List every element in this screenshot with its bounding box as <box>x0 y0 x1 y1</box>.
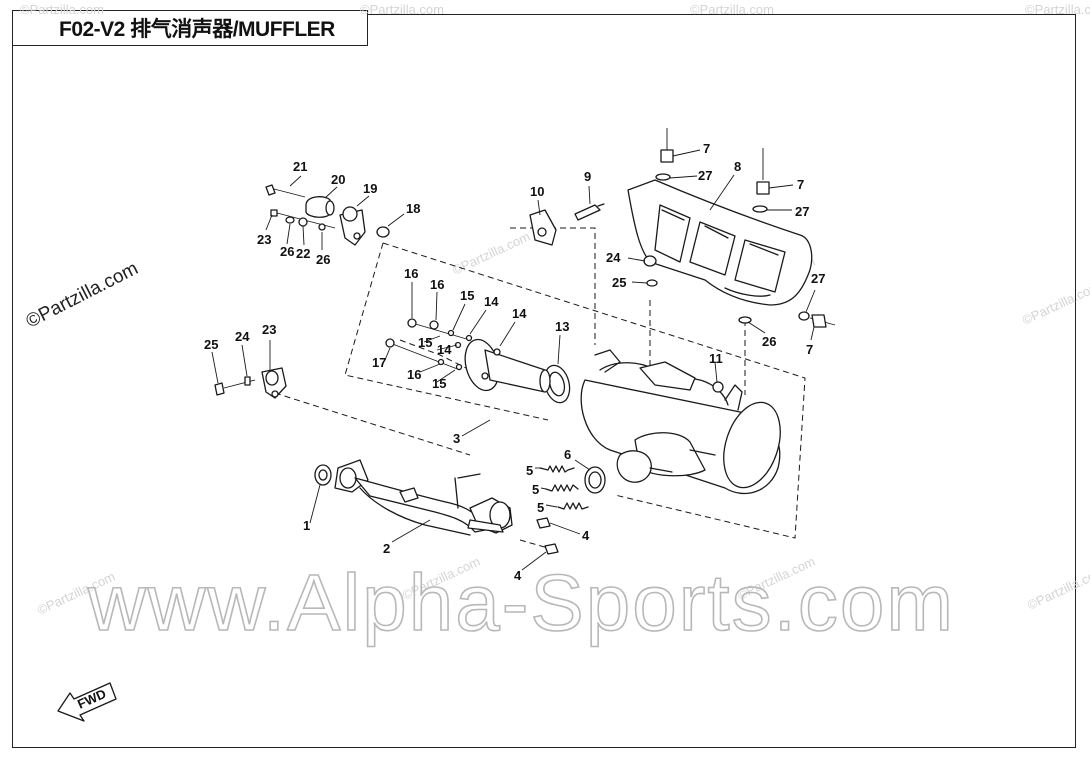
callout-26: 26 <box>280 244 294 259</box>
watermark-small: ©Partzilla.com <box>1025 2 1090 17</box>
callout-14: 15 <box>432 376 446 391</box>
watermark-small: ©Partzilla.com <box>450 229 532 278</box>
callout-27: 27 <box>698 168 712 183</box>
muffler-outline-dashed <box>344 242 549 421</box>
callout-9: 9 <box>584 169 591 184</box>
callout-27: 27 <box>811 271 825 286</box>
mount-line-dashed <box>274 392 471 456</box>
callout-7: 7 <box>806 342 813 357</box>
page-title: F02-V2 排气消声器/MUFFLER <box>59 18 335 41</box>
callout-1: 1 <box>303 518 310 533</box>
springs-group <box>539 465 589 510</box>
callout-12: 13 <box>555 319 569 334</box>
callout-3: 3 <box>453 431 460 446</box>
diagram-frame <box>12 14 1076 748</box>
watermark-small-group: ©Partzilla.com ©Partzilla.com ©Partzilla… <box>20 2 1090 618</box>
bracket-line-dashed <box>510 227 596 345</box>
callout-6: 6 <box>564 447 571 462</box>
callout-17: 18 <box>406 201 420 216</box>
callout-26: 26 <box>316 252 330 267</box>
washer-group <box>643 173 810 393</box>
callout-4: 4 <box>582 528 590 543</box>
leader-lines <box>211 149 816 571</box>
watermark-big: www.Alpha-Sports.com <box>87 558 955 647</box>
title-box: F02-V2 排气消声器/MUFFLER <box>12 10 368 46</box>
callout-16: 17 <box>372 355 386 370</box>
callout-24: 24 <box>235 329 250 344</box>
lower-mount <box>214 367 287 399</box>
callout-26: 26 <box>762 334 776 349</box>
upper-mount <box>265 184 390 246</box>
watermark-side: ©Partzilla.com <box>23 258 142 332</box>
callout-15: 16 <box>407 367 421 382</box>
watermark-small: ©Partzilla.com <box>20 2 104 17</box>
callout-labels: 21 20 19 18 23 26 22 26 16 16 15 14 14 1… <box>204 141 825 583</box>
callout-10: 10 <box>530 184 544 199</box>
callout-26: 24 <box>606 250 621 265</box>
callout-26: 25 <box>612 275 626 290</box>
callout-16: 16 <box>404 266 418 281</box>
callout-13: 14 <box>512 306 527 321</box>
callout-27: 27 <box>795 204 809 219</box>
callout-5: 5 <box>532 482 539 497</box>
callout-7: 7 <box>703 141 710 156</box>
watermark-small: ©Partzilla.com <box>1025 564 1090 613</box>
callout-20: 21 <box>293 159 307 174</box>
heat-shield <box>627 179 813 306</box>
nuts-4 <box>536 517 559 555</box>
callout-2: 2 <box>383 541 390 556</box>
callout-7: 7 <box>797 177 804 192</box>
callout-14: 14 <box>437 342 452 357</box>
stud-group <box>385 318 473 371</box>
callout-22: 23 <box>257 232 271 247</box>
callout-4: 4 <box>514 568 522 583</box>
callout-15: 15 <box>460 288 474 303</box>
gasket-6 <box>584 466 606 494</box>
callout-21: 22 <box>296 246 310 261</box>
bracket-10 <box>529 203 605 246</box>
callout-25: 25 <box>204 337 218 352</box>
callout-23: 23 <box>262 322 276 337</box>
callout-15: 15 <box>418 335 432 350</box>
muffler-body <box>580 349 781 495</box>
callout-8: 8 <box>734 159 741 174</box>
callout-14: 14 <box>484 294 499 309</box>
flange-13 <box>464 338 551 393</box>
watermark-small: ©Partzilla.com <box>360 2 444 17</box>
callout-5: 5 <box>537 500 544 515</box>
callout-11: 11 <box>709 351 723 366</box>
bolt-7-group <box>660 128 836 328</box>
fwd-arrow-icon: FWD <box>57 682 117 722</box>
callout-16: 16 <box>430 277 444 292</box>
muffler-outline-dashed <box>382 242 806 539</box>
watermark-small: ©Partzilla.com <box>690 2 774 17</box>
watermark-small: ©Partzilla.com <box>1020 279 1090 328</box>
header-pipe <box>314 459 513 536</box>
callout-5: 5 <box>526 463 533 478</box>
callout-18: 19 <box>363 181 377 196</box>
callout-19: 20 <box>331 172 345 187</box>
